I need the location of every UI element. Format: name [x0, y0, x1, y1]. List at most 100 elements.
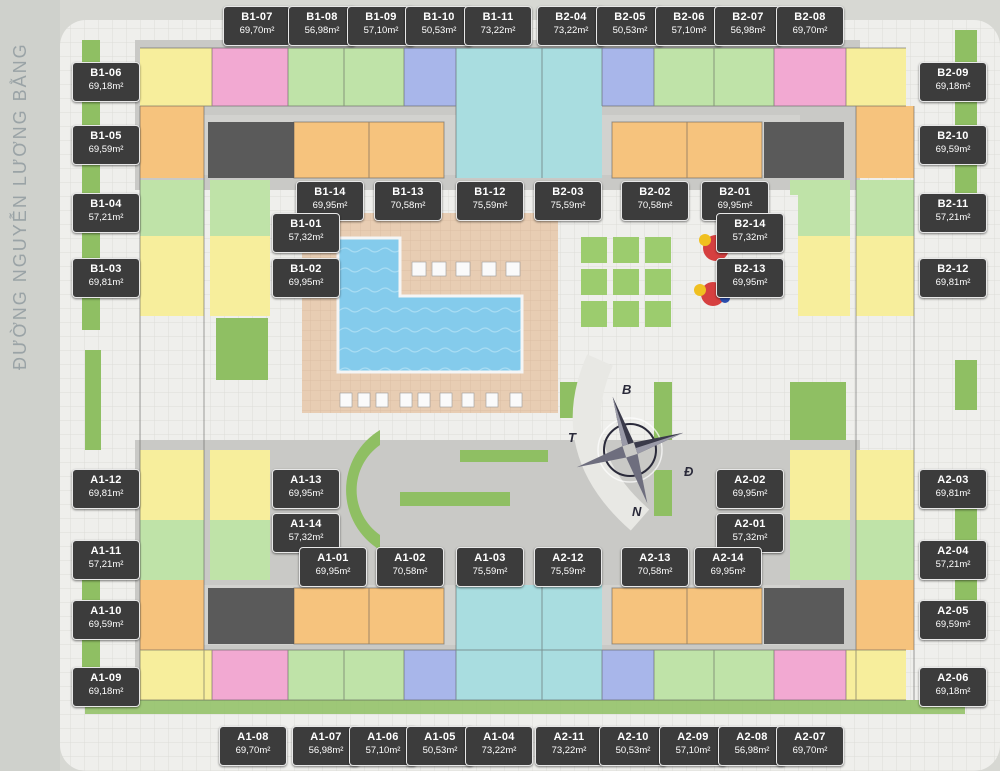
unit-code: A1-09 — [90, 672, 122, 684]
unit-area: 69,59m² — [935, 144, 971, 155]
unit-area: 70,58m² — [637, 566, 673, 577]
unit-area: 69,70m² — [792, 25, 828, 36]
unit-code: A1-03 — [474, 552, 506, 564]
unit-area: 57,21m² — [88, 212, 124, 223]
unit-code: B1-05 — [90, 130, 122, 142]
unit-area: 57,10m² — [365, 745, 401, 756]
unit-area: 70,58m² — [637, 200, 673, 211]
west-units — [140, 106, 270, 700]
unit-code: A1-14 — [290, 518, 322, 530]
unit-code: A1-08 — [237, 731, 269, 743]
unit-code: A2-12 — [552, 552, 584, 564]
unit-area: 50,53m² — [615, 745, 651, 756]
unit-area: 57,32m² — [732, 532, 768, 543]
unit-area: 73,22m² — [551, 745, 587, 756]
unit-code: A2-05 — [937, 605, 969, 617]
unit-area: 69,95m² — [288, 277, 324, 288]
unit-code: B1-07 — [241, 11, 273, 23]
unit-code: B1-10 — [423, 11, 455, 23]
unit-area: 57,32m² — [288, 232, 324, 243]
unit-area: 50,53m² — [422, 745, 458, 756]
lawn — [460, 450, 548, 462]
sun-loungers — [339, 261, 523, 408]
unit-code: A1-10 — [90, 605, 122, 617]
unit-area: 69,18m² — [935, 686, 971, 697]
unit-code: B1-03 — [90, 263, 122, 275]
unit-area: 69,81m² — [935, 488, 971, 499]
street-name: ĐƯỜNG NGUYỄN LƯƠNG BẰNG — [10, 42, 30, 370]
unit-area: 69,95m² — [732, 488, 768, 499]
unit-tag[interactable]: A2-06 69,18m² — [919, 667, 987, 707]
unit-code: B1-08 — [306, 11, 338, 23]
unit-code: B1-06 — [90, 67, 122, 79]
unit-area: 57,10m² — [363, 25, 399, 36]
unit-code: B1-13 — [392, 186, 424, 198]
lawn-strip — [85, 700, 965, 714]
unit-tag[interactable]: A2-10 50,53m² — [599, 726, 667, 766]
lawn-arc — [346, 430, 380, 550]
lawn-strip — [82, 40, 100, 330]
unit-code: B2-01 — [719, 186, 751, 198]
unit-code: A2-10 — [617, 731, 649, 743]
unit-area: 69,95m² — [732, 277, 768, 288]
unit-code: A2-09 — [677, 731, 709, 743]
unit-area: 73,22m² — [481, 745, 517, 756]
unit-code: A1-12 — [90, 474, 122, 486]
unit-area: 69,18m² — [88, 81, 124, 92]
compass-north: B — [622, 382, 631, 397]
unit-code: A2-06 — [937, 672, 969, 684]
unit-tag[interactable]: B1-06 69,18m² — [72, 62, 140, 102]
